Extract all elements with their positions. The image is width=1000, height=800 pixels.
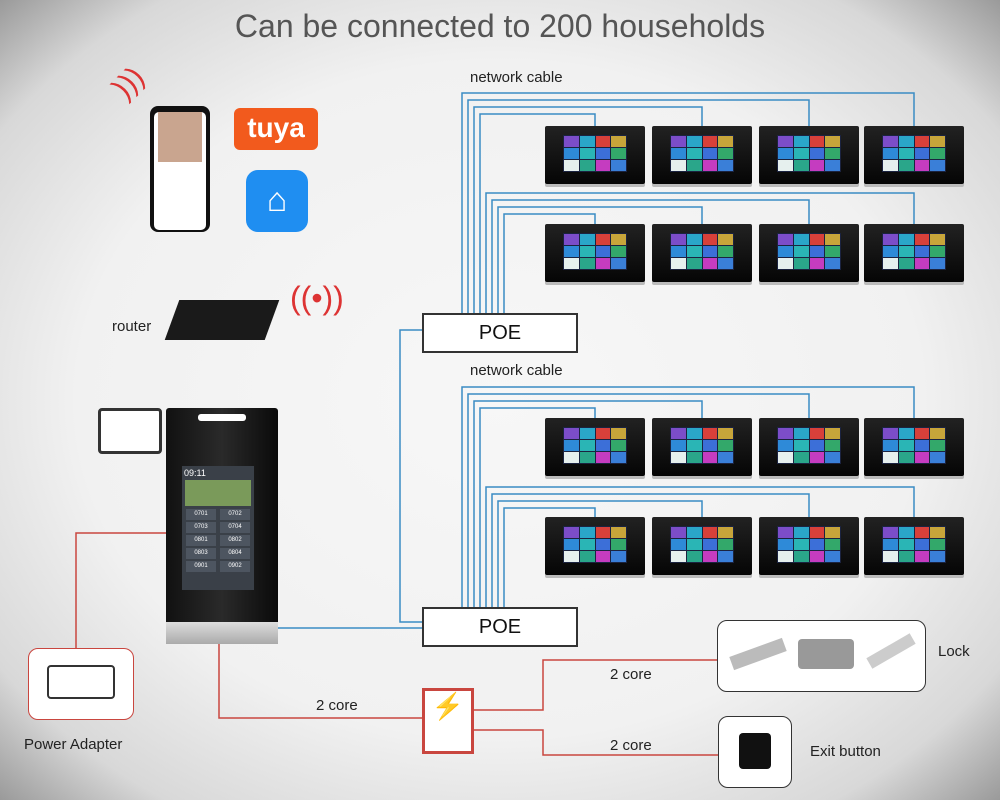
network-cable bbox=[479, 113, 596, 313]
indoor-monitor bbox=[652, 224, 752, 282]
indoor-monitor bbox=[864, 517, 964, 575]
door-station-key: 0803 bbox=[186, 548, 216, 559]
door-station-screen: 09:11 0701 0702 0703 0704 0801 0802 0803 0804 09… bbox=[182, 466, 254, 590]
indoor-monitor bbox=[864, 224, 964, 282]
exit-button-cable bbox=[474, 729, 718, 756]
power-cable bbox=[218, 644, 422, 719]
power-adapter-icon bbox=[28, 648, 134, 720]
door-station-key: 0702 bbox=[220, 509, 250, 520]
router-icon bbox=[164, 300, 280, 340]
door-station-key: 0804 bbox=[220, 548, 250, 559]
network-cable bbox=[479, 407, 596, 607]
access-controller-icon: ⚡ bbox=[422, 688, 474, 754]
network-cable bbox=[497, 500, 703, 607]
network-cable bbox=[399, 329, 422, 623]
lock-cable bbox=[474, 659, 717, 711]
door-station-key: 0701 bbox=[186, 509, 216, 520]
lock-group bbox=[717, 620, 926, 692]
diagram-title: Can be connected to 200 households bbox=[234, 8, 766, 44]
door-station: 09:11 0701 0702 0703 0704 0801 0802 0803 0804 09… bbox=[166, 408, 278, 644]
network-cable bbox=[503, 213, 596, 313]
indoor-monitor bbox=[759, 126, 859, 184]
door-station-key: 0703 bbox=[186, 522, 216, 533]
indoor-monitor bbox=[545, 224, 645, 282]
poe-switch-top: POE bbox=[422, 313, 578, 353]
power-cable bbox=[75, 532, 166, 648]
smartphone-icon bbox=[150, 106, 210, 232]
network-cable bbox=[473, 106, 703, 313]
exit-button-label: Exit button bbox=[810, 743, 881, 760]
indoor-monitor bbox=[545, 517, 645, 575]
door-station-key: 0802 bbox=[220, 535, 250, 546]
door-station-key: 0801 bbox=[186, 535, 216, 546]
network-cable bbox=[491, 493, 810, 607]
tuya-logo: tuya bbox=[234, 108, 318, 150]
network-cable-label: network cable bbox=[470, 362, 563, 379]
poe-switch-bottom: POE bbox=[422, 607, 578, 647]
network-cable-label: network cable bbox=[470, 69, 563, 86]
ethernet-port-icon bbox=[98, 408, 162, 454]
network-cable bbox=[497, 206, 703, 313]
network-cable bbox=[467, 99, 810, 313]
network-cable bbox=[503, 507, 596, 607]
indoor-monitor bbox=[864, 418, 964, 476]
network-cable bbox=[473, 400, 703, 607]
electric-lock-icon bbox=[798, 639, 854, 669]
indoor-monitor bbox=[652, 517, 752, 575]
indoor-monitor bbox=[545, 126, 645, 184]
network-cable bbox=[467, 393, 810, 607]
wireless-signal-icon: ((•)) bbox=[290, 280, 344, 316]
exit-button-icon bbox=[718, 716, 792, 788]
core-label: 2 core bbox=[316, 697, 358, 714]
door-station-key: 0704 bbox=[220, 522, 250, 533]
indoor-monitor bbox=[545, 418, 645, 476]
network-cable bbox=[485, 192, 915, 313]
power-adapter-label: Power Adapter bbox=[24, 736, 123, 753]
indoor-monitor bbox=[652, 126, 752, 184]
door-station-key: 0902 bbox=[220, 561, 250, 572]
network-cable bbox=[485, 486, 915, 607]
indoor-monitor bbox=[652, 418, 752, 476]
indoor-monitor bbox=[759, 418, 859, 476]
router-label: router bbox=[112, 318, 152, 335]
lock-label: Lock bbox=[938, 643, 970, 660]
core-label: 2 core bbox=[610, 666, 652, 683]
smart-home-app-icon: ⌂ bbox=[246, 170, 308, 232]
core-label: 2 core bbox=[610, 737, 652, 754]
indoor-monitor bbox=[864, 126, 964, 184]
network-cable bbox=[461, 92, 915, 313]
strike-lock-icon bbox=[866, 633, 916, 669]
magnetic-lock-icon bbox=[729, 637, 787, 671]
indoor-monitor bbox=[759, 224, 859, 282]
network-cable bbox=[491, 199, 810, 313]
network-cable bbox=[461, 386, 915, 607]
door-station-time: 09:11 bbox=[184, 468, 206, 478]
door-station-key: 0901 bbox=[186, 561, 216, 572]
indoor-monitor bbox=[759, 517, 859, 575]
